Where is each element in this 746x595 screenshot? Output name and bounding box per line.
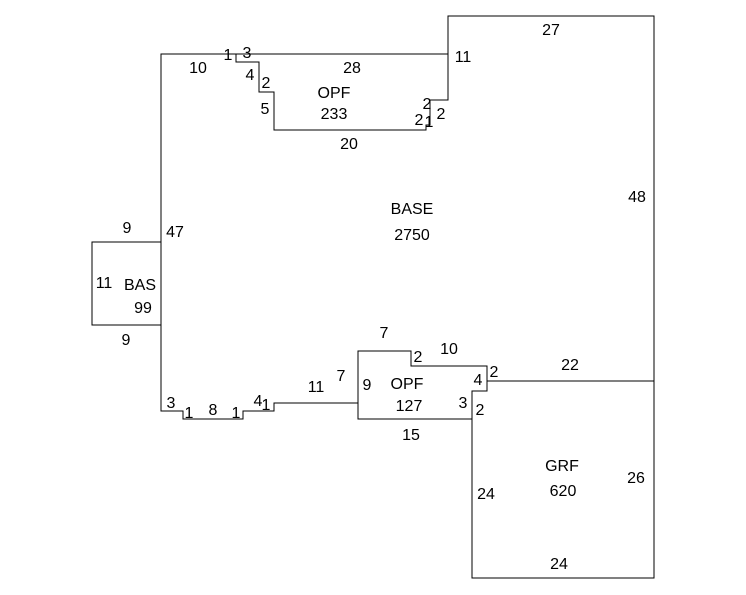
dim-label: 15 — [402, 427, 420, 444]
dim-label: 1 — [232, 405, 241, 422]
dim-label: 24 — [477, 486, 495, 503]
area-label-grf-code: GRF — [545, 458, 579, 475]
dim-label: 47 — [166, 224, 184, 241]
dim-label: 1 — [262, 397, 271, 414]
dim-label: 10 — [440, 341, 458, 358]
area-label-opf-code: OPF — [318, 85, 351, 102]
dim-label: 11 — [455, 49, 472, 66]
area-label-bas-code: BAS — [124, 277, 156, 294]
area-label-grf-value: 620 — [550, 483, 577, 500]
dim-label: 1 — [185, 405, 194, 422]
dim-label: 10 — [189, 60, 207, 77]
dim-label: 3 — [243, 45, 252, 62]
dim-label: 9 — [363, 377, 372, 394]
dim-label: 5 — [261, 101, 270, 118]
dim-label: 3 — [167, 395, 176, 412]
dim-label: 2 — [414, 349, 423, 366]
dim-label: 22 — [561, 357, 579, 374]
dim-label: 2 — [490, 364, 499, 381]
dim-label: 3 — [459, 395, 468, 412]
area-label-opf-value: 233 — [321, 106, 348, 123]
dim-label: 26 — [627, 470, 645, 487]
dim-label: 2 — [415, 112, 424, 129]
area-label-opf2-code: OPF — [391, 376, 424, 393]
dim-label: 11 — [308, 379, 325, 396]
dim-label: 24 — [550, 556, 568, 573]
area-label-base-value: 2750 — [394, 227, 430, 244]
dim-label: 2 — [476, 402, 485, 419]
dim-label: 4 — [254, 393, 263, 410]
opf-top-outline — [235, 53, 449, 131]
dim-label: 28 — [343, 60, 361, 77]
dim-label: 2 — [423, 96, 432, 113]
dim-label: 2 — [437, 106, 446, 123]
area-label-opf2-value: 127 — [396, 398, 423, 415]
dim-label: 7 — [337, 368, 346, 385]
dim-label: 8 — [209, 402, 218, 419]
opf-bottom-outline — [357, 350, 488, 419]
dim-label: 4 — [474, 372, 483, 389]
dim-label: 1 — [224, 47, 233, 64]
dim-label: 48 — [628, 189, 646, 206]
dim-label: 27 — [542, 22, 560, 39]
dim-label: 1 — [425, 114, 434, 131]
dim-label: 20 — [340, 136, 358, 153]
area-label-base-code: BASE — [391, 201, 434, 218]
bas-outline — [91, 241, 162, 326]
area-label-bas-value: 99 — [134, 300, 152, 317]
dim-label: 9 — [123, 220, 132, 237]
base-outline — [160, 15, 655, 579]
dim-label: 4 — [246, 67, 255, 84]
dim-label: 2 — [262, 75, 271, 92]
dim-label: 11 — [96, 275, 113, 292]
dim-label: 9 — [122, 332, 131, 349]
dim-label: 7 — [380, 325, 389, 342]
